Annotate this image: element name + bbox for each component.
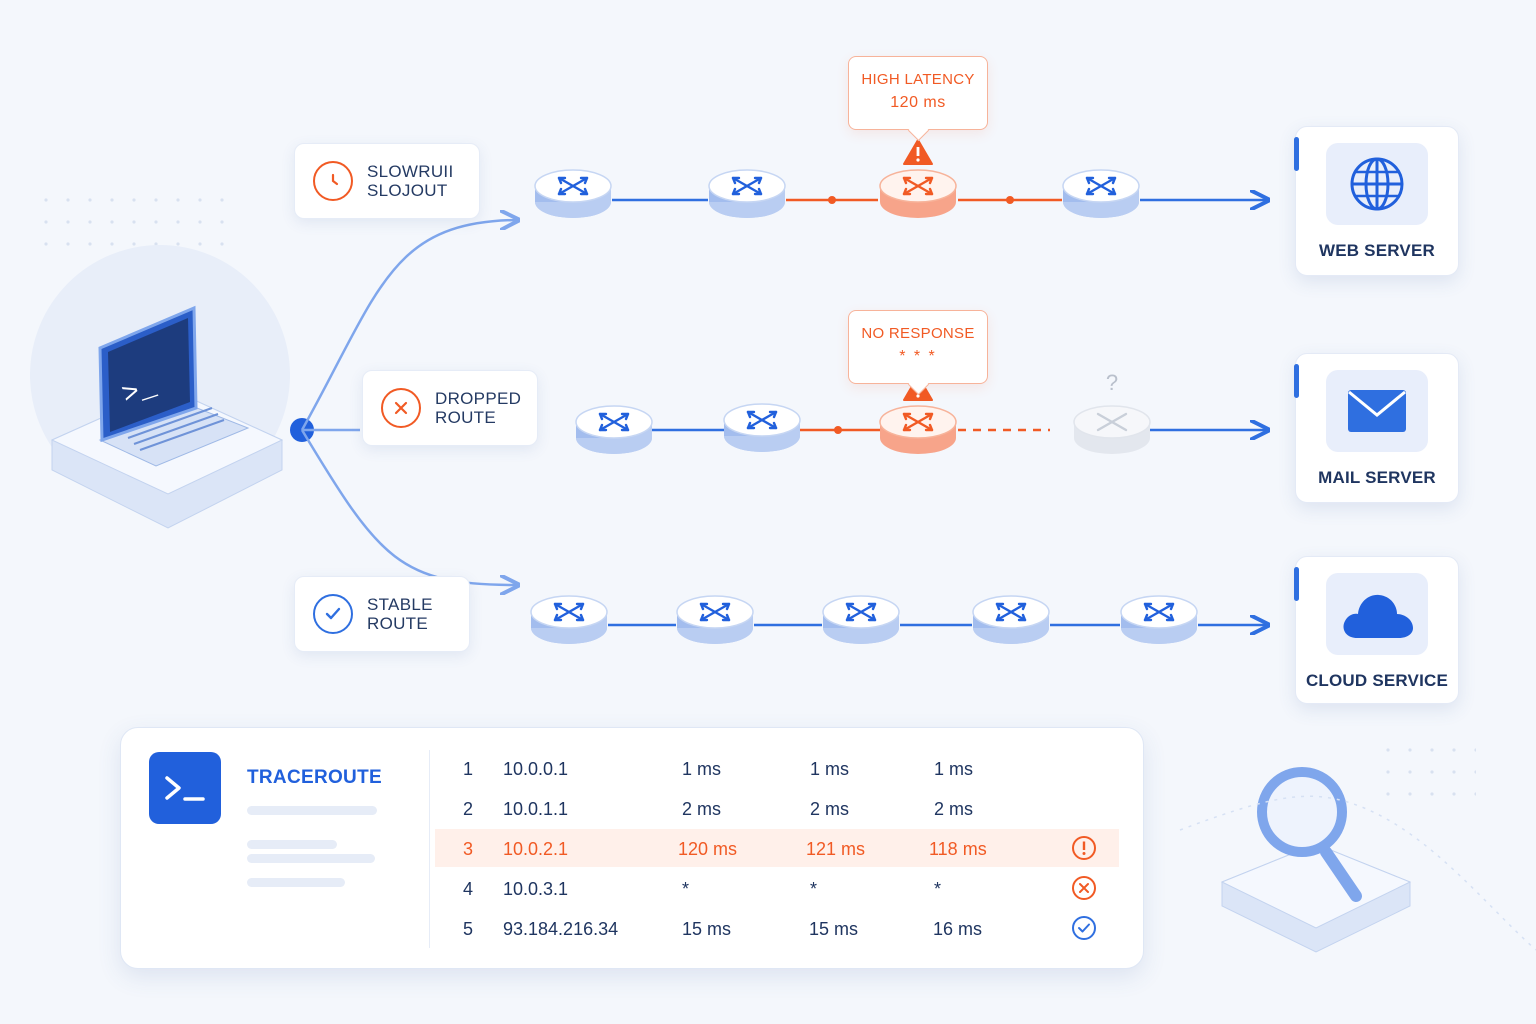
table-row-highlighted: 3 10.0.2.1 120 ms 121 ms 118 ms	[435, 829, 1119, 867]
router-1-3-alert	[878, 168, 958, 220]
warning-circle-icon	[1072, 836, 1096, 860]
traceroute-title: TRACEROUTE	[247, 767, 382, 788]
terminal-icon	[149, 752, 221, 824]
stable-route-label-line2: ROUTE	[367, 614, 428, 633]
router-1-2	[707, 168, 787, 220]
hop-time-2: *	[810, 879, 818, 899]
router-3-3	[821, 594, 901, 646]
router-2-2	[722, 402, 802, 454]
hop-ip: 10.0.3.1	[503, 879, 569, 899]
stable-route-label-line1: STABLE	[367, 595, 433, 614]
slow-route-label: SLOWRUII SLOJOUT	[294, 143, 480, 219]
table-row: 4 10.0.3.1 * * *	[435, 869, 1119, 907]
hop-time-1: 2 ms	[682, 799, 722, 819]
high-latency-callout: HIGH LATENCY 120 ms	[848, 56, 988, 130]
mail-server-label: MAIL SERVER	[1318, 468, 1436, 487]
hop-number: 1	[463, 759, 474, 779]
no-response-value: * * *	[899, 348, 937, 365]
hop-number: 2	[463, 799, 474, 819]
hop-time-3: 118 ms	[929, 839, 987, 859]
router-2-3-alert	[878, 404, 958, 456]
hop-ip: 10.0.1.1	[503, 799, 569, 819]
no-response-callout: NO RESPONSE * * *	[848, 310, 988, 384]
hop-time-2: 15 ms	[809, 919, 859, 939]
cloud-service-card: CLOUD SERVICE	[1294, 556, 1459, 704]
mail-server-card: MAIL SERVER	[1294, 353, 1459, 503]
envelope-icon	[1326, 370, 1428, 452]
table-row: 2 10.0.1.1 2 ms 2 ms 2 ms	[435, 789, 1119, 827]
hop-ip: 10.0.2.1	[503, 839, 569, 859]
stable-route-label: STABLE ROUTE	[294, 576, 470, 652]
hop-time-1: 15 ms	[682, 919, 732, 939]
no-response-title: NO RESPONSE	[861, 325, 975, 342]
dropped-route-label-line2: ROUTE	[435, 408, 496, 427]
hop-time-3: 1 ms	[934, 759, 974, 779]
router-3-1	[529, 594, 609, 646]
hop-time-3: *	[934, 879, 942, 899]
table-row: 1 10.0.0.1 1 ms 1 ms 1 ms	[435, 749, 1119, 787]
slow-route-label-line2: SLOJOUT	[367, 181, 448, 200]
branch-to-slow	[300, 220, 516, 431]
placeholder-line	[247, 854, 375, 863]
hop-time-1: 1 ms	[682, 759, 722, 779]
slow-route-label-line1: SLOWRUII	[367, 162, 454, 181]
router-2-1	[574, 404, 654, 456]
high-latency-title: HIGH LATENCY	[861, 71, 975, 88]
panel-divider	[429, 750, 430, 948]
cloud-service-label: CLOUD SERVICE	[1305, 671, 1449, 690]
web-server-label: WEB SERVER	[1319, 241, 1435, 260]
hop-number: 3	[463, 839, 474, 859]
hop-time-1: *	[682, 879, 690, 899]
branch-to-stable	[300, 429, 516, 585]
web-server-card: WEB SERVER	[1294, 126, 1459, 276]
hop-number: 5	[463, 919, 474, 939]
laptop-icon: >_	[50, 305, 284, 529]
hop-time-3: 16 ms	[933, 919, 983, 939]
hop-ip: 93.184.216.34	[503, 919, 619, 939]
placeholder-line	[247, 840, 337, 849]
hop-time-3: 2 ms	[934, 799, 974, 819]
router-3-2	[675, 594, 755, 646]
x-circle-icon	[381, 388, 421, 428]
traceroute-panel: TRACEROUTE 1 10.0.0.1 1 ms 1 ms 1 ms 2 1…	[120, 727, 1144, 969]
unknown-hop-mark: ?	[1106, 370, 1118, 395]
hop-time-2: 121 ms	[806, 839, 866, 859]
router-1-4	[1061, 168, 1141, 220]
hop-number: 4	[463, 879, 474, 899]
cloud-icon	[1326, 573, 1428, 655]
check-circle-icon	[1072, 916, 1096, 940]
high-latency-value: 120 ms	[890, 94, 946, 111]
hop-time-1: 120 ms	[678, 839, 738, 859]
placeholder-line	[247, 806, 377, 815]
router-3-4	[971, 594, 1051, 646]
warning-icon	[903, 139, 933, 165]
router-2-4-unreachable	[1072, 404, 1152, 456]
clock-icon	[313, 161, 353, 201]
table-row: 5 93.184.216.34 15 ms 15 ms 16 ms	[435, 909, 1119, 947]
router-1-1	[533, 168, 613, 220]
x-circle-icon	[1072, 876, 1096, 900]
globe-icon	[1326, 143, 1428, 225]
placeholder-line	[247, 878, 345, 887]
dot-pattern-right	[1376, 748, 1476, 808]
hop-time-2: 1 ms	[810, 759, 850, 779]
hop-ip: 10.0.0.1	[503, 759, 569, 779]
dropped-route-label-line1: DROPPED	[435, 389, 522, 408]
check-circle-icon	[313, 594, 353, 634]
router-3-5	[1119, 594, 1199, 646]
magnifier-icon	[1220, 767, 1412, 953]
dropped-route-label: DROPPED ROUTE	[362, 370, 538, 446]
hop-time-2: 2 ms	[810, 799, 850, 819]
